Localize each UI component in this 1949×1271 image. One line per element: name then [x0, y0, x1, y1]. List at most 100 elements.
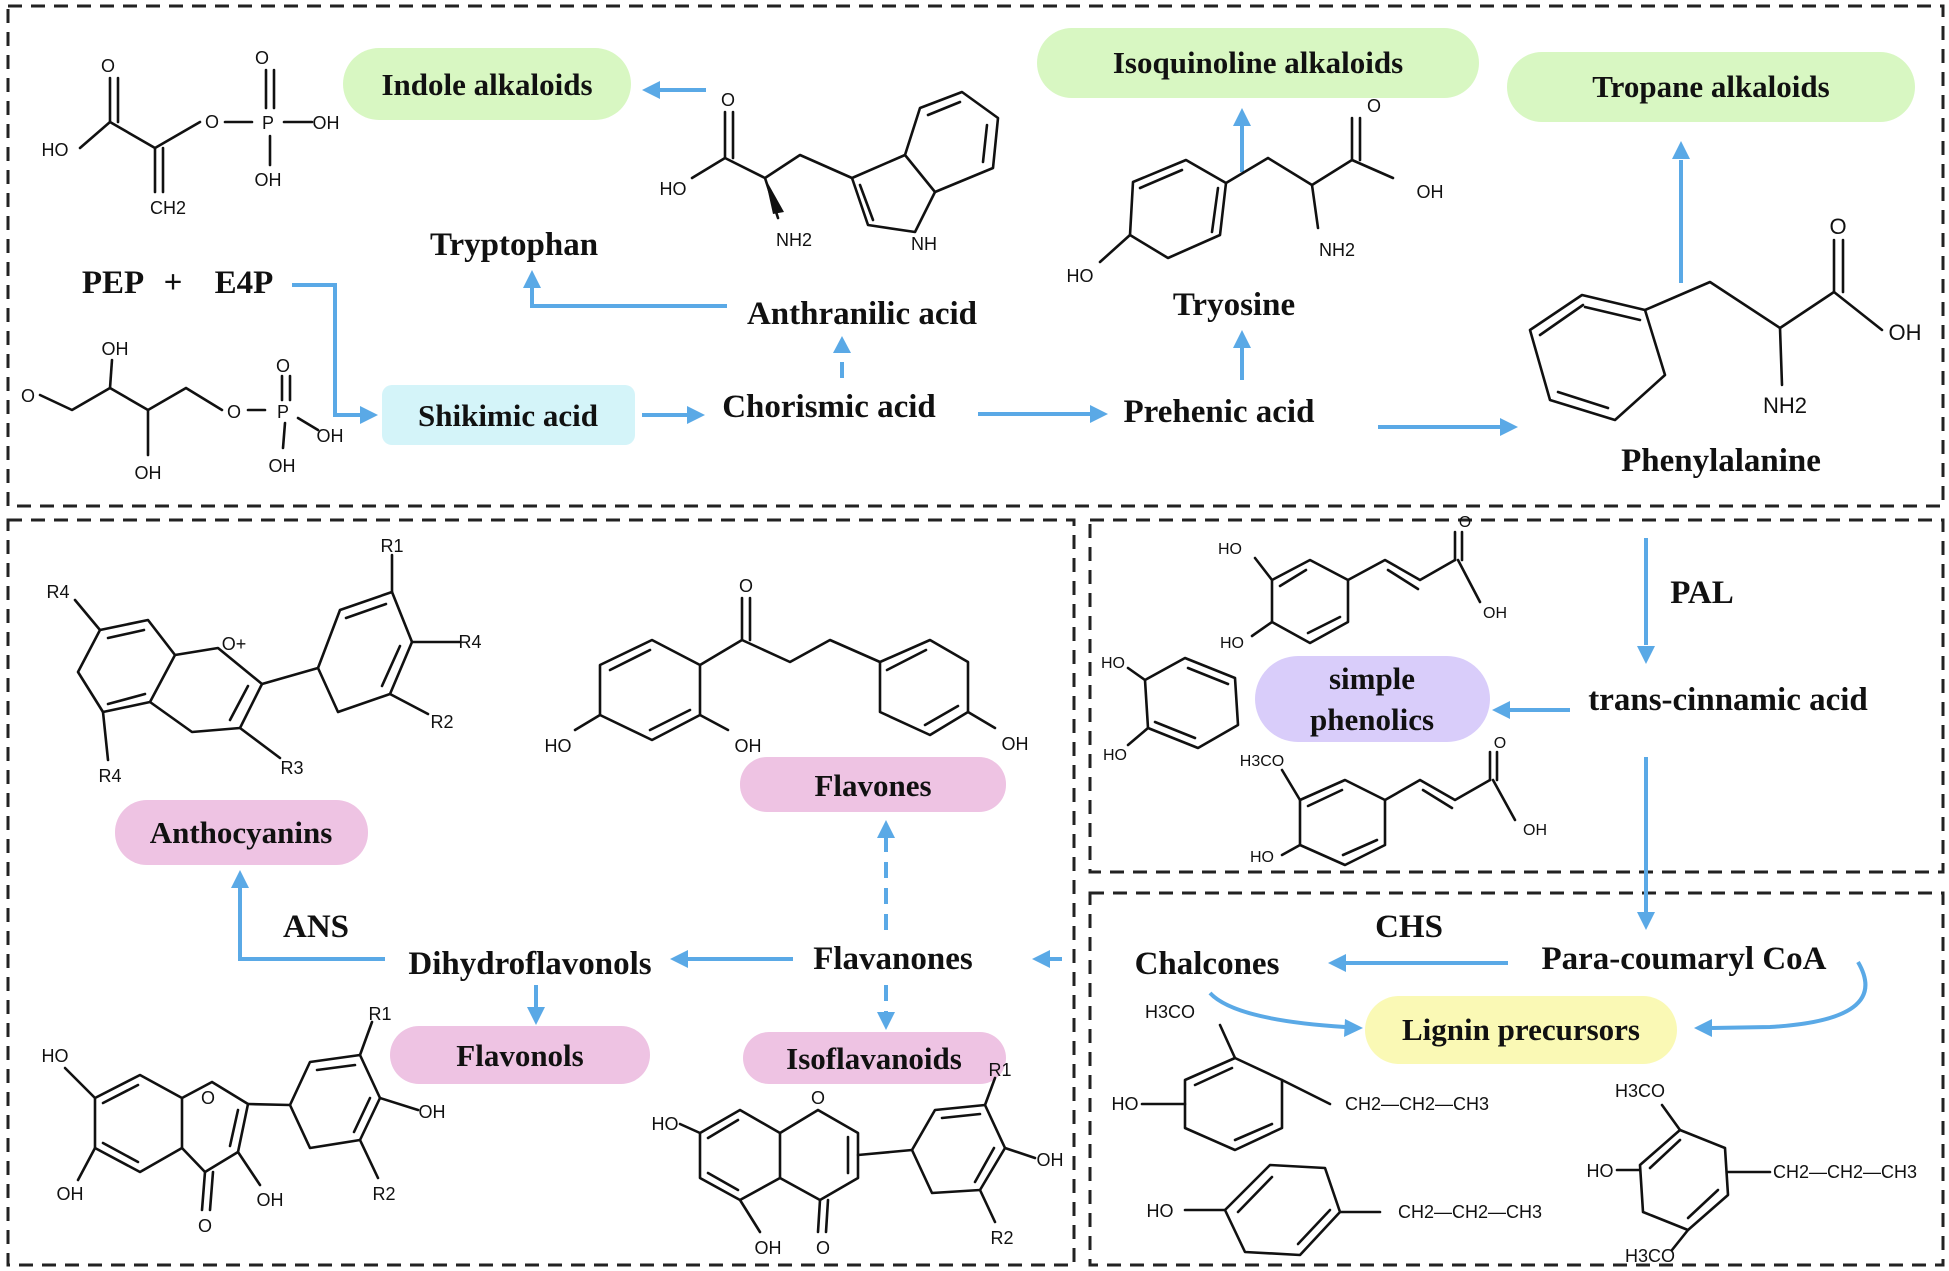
svg-text:O: O: [739, 576, 753, 596]
svg-text:HO: HO: [42, 1046, 69, 1066]
shikimic-acid-label: Shikimic acid: [418, 398, 598, 433]
svg-text:OH: OH: [255, 170, 282, 190]
svg-text:O: O: [721, 90, 735, 110]
svg-text:HO: HO: [652, 1114, 679, 1134]
dihydroflavonols-label: Dihydroflavonols: [408, 946, 651, 982]
svg-text:HO: HO: [660, 179, 687, 199]
svg-text:HO: HO: [1103, 747, 1127, 764]
svg-text:OH: OH: [755, 1238, 782, 1258]
svg-text:O: O: [201, 1088, 215, 1108]
svg-text:O: O: [21, 386, 35, 406]
svg-text:HO: HO: [545, 736, 572, 756]
svg-text:CH2—CH2—CH3: CH2—CH2—CH3: [1773, 1162, 1917, 1182]
flavonols-pill: [390, 1026, 650, 1084]
svg-text:OH: OH: [257, 1190, 284, 1210]
svg-text:OH: OH: [1417, 182, 1444, 202]
svg-text:HO: HO: [1220, 635, 1244, 652]
anthocyanins-label: Anthocyanins: [150, 815, 333, 850]
svg-text:NH: NH: [911, 234, 937, 254]
svg-text:H3CO: H3CO: [1145, 1002, 1195, 1022]
flavonols-label: Flavonols: [456, 1038, 583, 1073]
tryptophan-label: Tryptophan: [430, 227, 598, 263]
phenylalanine-label: Phenylalanine: [1621, 443, 1821, 479]
tropane-alkaloids-pill: [1507, 52, 1915, 122]
svg-text:NH2: NH2: [1763, 393, 1807, 418]
svg-text:O+: O+: [222, 634, 247, 654]
svg-text:O: O: [101, 56, 115, 76]
svg-text:HO: HO: [1250, 849, 1274, 866]
tyrosine-structure: HO O OH NH2: [1067, 96, 1444, 286]
svg-text:HO: HO: [1587, 1161, 1614, 1181]
lignin-monomer-3-structure: H3CO HO H3CO CH2—CH2—CH3: [1587, 1081, 1918, 1266]
svg-text:R1: R1: [380, 536, 403, 556]
svg-text:P: P: [277, 402, 289, 422]
svg-text:OH: OH: [1523, 822, 1547, 839]
svg-text:OH: OH: [135, 463, 162, 483]
chorismic-acid-label: Chorismic acid: [722, 389, 936, 425]
anthocyanins-pill: [115, 800, 368, 865]
para-coumaryl-coa-label: Para-coumaryl CoA: [1541, 941, 1826, 977]
lignin-precursors-label: Lignin precursors: [1402, 1012, 1640, 1047]
svg-text:HO: HO: [1147, 1201, 1174, 1221]
simple-phenolics-pill: [1255, 656, 1490, 742]
svg-text:HO: HO: [1112, 1094, 1139, 1114]
svg-text:OH: OH: [102, 339, 129, 359]
tryptophan-structure: O HO NH2 NH: [660, 90, 1000, 254]
ans-label: ANS: [283, 909, 349, 945]
lignin-precursors-pill: [1365, 996, 1677, 1064]
svg-text:O: O: [811, 1088, 825, 1108]
ferulic-acid-structure: H3CO HO O OH: [1240, 735, 1547, 867]
svg-text:R4: R4: [458, 632, 481, 652]
svg-text:H3CO: H3CO: [1240, 753, 1284, 770]
svg-text:R4: R4: [46, 582, 69, 602]
svg-text:O: O: [1494, 735, 1506, 752]
svg-text:NH2: NH2: [1319, 240, 1355, 260]
svg-text:O: O: [205, 112, 219, 132]
tropane-alkaloids-label: Tropane alkaloids: [1592, 69, 1829, 104]
lignin-monomer-2-structure: HO CH2—CH2—CH3: [1147, 1163, 1542, 1257]
svg-text:H3CO: H3CO: [1615, 1081, 1665, 1101]
lignin-monomer-1-structure: H3CO HO CH2—CH2—CH3: [1112, 1002, 1489, 1152]
svg-text:O: O: [198, 1216, 212, 1236]
svg-text:HO: HO: [1101, 655, 1125, 672]
svg-text:OH: OH: [1002, 734, 1029, 754]
flavones-pill: [740, 757, 1006, 812]
svg-text:CH2—CH2—CH3: CH2—CH2—CH3: [1345, 1094, 1489, 1114]
isoquinoline-alkaloids-pill: [1037, 28, 1479, 98]
svg-text:R4: R4: [98, 766, 121, 786]
svg-text:O: O: [816, 1238, 830, 1258]
flavones-label: Flavones: [814, 768, 931, 803]
svg-text:O: O: [1367, 96, 1381, 116]
svg-text:OH: OH: [313, 113, 340, 133]
svg-text:HO: HO: [1218, 541, 1242, 558]
svg-text:P: P: [262, 113, 274, 133]
svg-text:OH: OH: [317, 426, 344, 446]
svg-text:R3: R3: [280, 758, 303, 778]
phenylalanine-structure: O OH NH2: [1528, 214, 1922, 422]
svg-text:CH2: CH2: [150, 198, 186, 218]
chs-label: CHS: [1375, 909, 1443, 945]
lignin-section-box: [1088, 891, 1945, 1267]
tryosine-label: Tryosine: [1173, 287, 1295, 323]
svg-text:R1: R1: [988, 1060, 1011, 1080]
indole-alkaloids-label: Indole alkaloids: [381, 67, 592, 102]
svg-text:H3CO: H3CO: [1625, 1246, 1675, 1266]
svg-text:R2: R2: [430, 712, 453, 732]
chalcone-structure: O HO OH OH: [545, 576, 1029, 756]
catechol-structure: HO HO: [1101, 655, 1240, 764]
chalcones-label: Chalcones: [1135, 946, 1280, 982]
pal-label: PAL: [1670, 575, 1734, 611]
svg-text:O: O: [227, 402, 241, 422]
svg-text:OH: OH: [1889, 320, 1922, 345]
caffeic-acid-structure: HO HO O OH: [1218, 514, 1507, 652]
anthocyanin-structure: O+ R1 R4 R2 R3 R4 R4: [46, 536, 481, 786]
pep-structure: O HO O P O OH OH CH2: [42, 48, 340, 218]
svg-text:HO: HO: [1067, 266, 1094, 286]
svg-text:NH2: NH2: [776, 230, 812, 250]
svg-text:OH: OH: [735, 736, 762, 756]
svg-text:OH: OH: [419, 1102, 446, 1122]
svg-text:O: O: [1829, 214, 1846, 239]
isoflavanoid-structure: O O HO OH R1 OH R2: [652, 1060, 1064, 1258]
svg-text:O: O: [1459, 514, 1471, 531]
